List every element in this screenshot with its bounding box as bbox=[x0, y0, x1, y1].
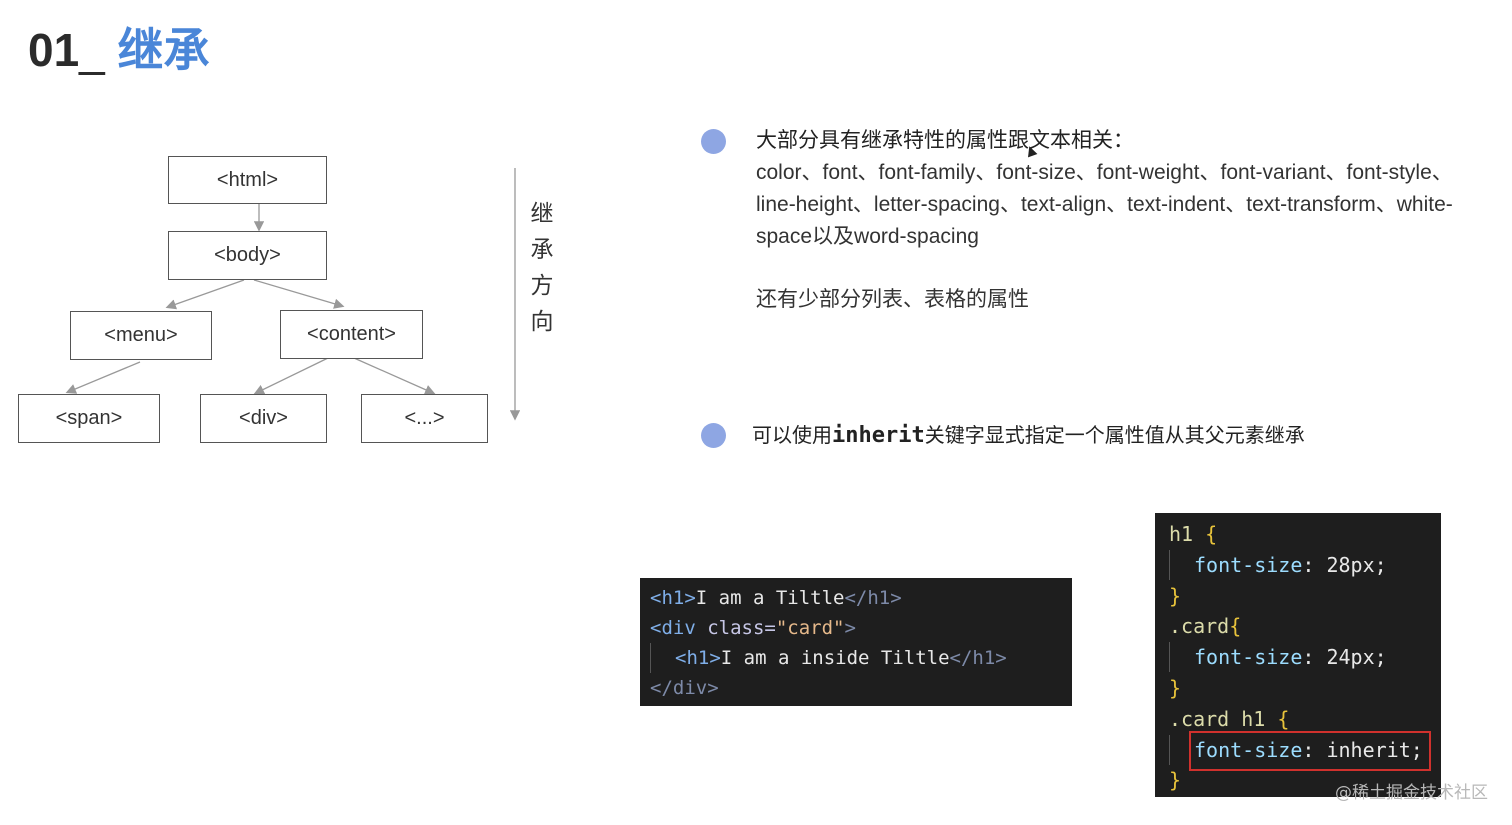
edge-menu-span bbox=[65, 361, 141, 394]
edge-body-content bbox=[253, 279, 345, 309]
title-number: 01 bbox=[28, 24, 80, 76]
code-line: <div class="card"> bbox=[650, 617, 856, 639]
bullet-2-keyword: inherit bbox=[832, 423, 925, 448]
code-line: <h1>I am a inside Tiltle</h1> bbox=[650, 643, 1062, 673]
direction-char: 向 bbox=[530, 309, 554, 335]
direction-char: 方 bbox=[530, 273, 554, 299]
code-line: } bbox=[1169, 675, 1182, 700]
node-content: <content> bbox=[280, 310, 423, 359]
code-line: .card h1 { bbox=[1169, 706, 1290, 731]
inheritance-tree-diagram: <html> <body> <menu> <content> <span> <d… bbox=[0, 0, 620, 470]
code-line: <h1>I am a Tiltle</h1> bbox=[650, 587, 902, 609]
direction-char: 承 bbox=[530, 237, 554, 263]
bullet-2-suffix: 关键字显式指定一个属性值从其父元素继承 bbox=[924, 423, 1305, 447]
tree-connectors bbox=[65, 168, 521, 421]
node-span: <span> bbox=[18, 394, 160, 443]
direction-char: 继 bbox=[530, 201, 554, 227]
html-code-block: <h1>I am a Tiltle</h1> <div class="card"… bbox=[640, 578, 1072, 706]
bullet-dot-1 bbox=[701, 129, 726, 154]
bullet-2-text: 可以使用inherit关键字显式指定一个属性值从其父元素继承 bbox=[752, 419, 1305, 448]
edge-content-more bbox=[353, 357, 436, 395]
edge-body-menu bbox=[165, 279, 245, 310]
bullet-1-body: color、font、font-family、font-size、font-we… bbox=[756, 161, 1453, 248]
inherit-highlight-box bbox=[1189, 731, 1431, 771]
title-separator: _ bbox=[79, 24, 118, 76]
edge-content-div bbox=[253, 357, 329, 395]
direction-label: 继 承 方 向 bbox=[528, 196, 556, 340]
code-line: .card{ bbox=[1169, 614, 1242, 639]
node-menu: <menu> bbox=[70, 311, 212, 360]
node-body: <body> bbox=[168, 231, 327, 280]
node-html: <html> bbox=[168, 156, 327, 204]
node-more: <...> bbox=[361, 394, 488, 443]
code-line: </div> bbox=[650, 677, 719, 699]
css-code-block: h1 { font-size: 28px; } .card{ font-size… bbox=[1155, 513, 1441, 797]
page-title: 01_ 继承 bbox=[28, 14, 210, 80]
bullet-dot-2 bbox=[701, 423, 726, 448]
title-text: 继承 bbox=[117, 23, 210, 77]
bullet-1-extra: 还有少部分列表、表格的属性 bbox=[756, 287, 1029, 311]
code-line: font-size: inherit; bbox=[1169, 734, 1427, 766]
code-line: } bbox=[1169, 583, 1182, 608]
code-line: font-size: 24px; bbox=[1169, 642, 1427, 673]
watermark: @稀土掘金技术社区 bbox=[1335, 783, 1488, 803]
bullet-1-heading: 大部分具有继承特性的属性跟文本相关： bbox=[756, 128, 1134, 152]
code-line: h1 { bbox=[1169, 522, 1218, 546]
code-line: font-size: 28px; bbox=[1169, 549, 1427, 581]
code-line: } bbox=[1169, 768, 1182, 793]
node-div: <div> bbox=[200, 394, 327, 443]
bullet-2-prefix: 可以使用 bbox=[752, 423, 832, 447]
